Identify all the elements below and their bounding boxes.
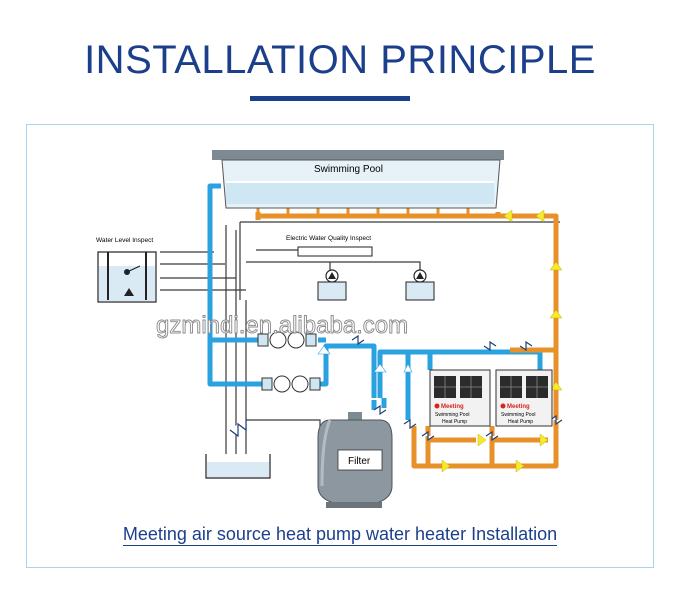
heat-pump-1-line2: Heat Pump xyxy=(442,419,467,425)
water-quality-inspect: Electric Water Quality Inspect xyxy=(286,235,435,301)
water-level-tank: Water Level Inspect xyxy=(96,237,157,303)
watermark: gzmindi.en.alibaba.com xyxy=(156,312,408,339)
diagram-frame xyxy=(26,124,654,568)
circulation-pump-lower xyxy=(261,375,321,393)
water-level-label: Water Level Inspect xyxy=(96,237,153,244)
diagram-caption: Meeting air source heat pump water heate… xyxy=(0,524,680,546)
heat-pump-1-brand: Meeting xyxy=(441,404,464,410)
circulation-pump-upper xyxy=(257,331,317,349)
flow-arrows xyxy=(441,209,563,473)
heat-pump-2-line2: Heat Pump xyxy=(508,419,533,425)
heat-pump-1-line1: Swimming Pool xyxy=(435,412,469,418)
swimming-pool: Swimming Pool xyxy=(212,150,504,209)
filter-tank: Filter xyxy=(317,412,393,508)
filter-label: Filter xyxy=(348,456,371,467)
collection-basin xyxy=(205,454,271,479)
quality-label: Electric Water Quality Inspect xyxy=(286,235,371,242)
heat-pump-1: Meeting Swimming Pool Heat Pump xyxy=(429,369,491,427)
heat-pump-2: Meeting Swimming Pool Heat Pump xyxy=(495,369,553,427)
title-underline xyxy=(250,96,410,101)
caption-text: Meeting air source heat pump water heate… xyxy=(122,524,558,546)
heat-pump-2-line1: Swimming Pool xyxy=(501,412,535,418)
valves xyxy=(229,334,563,442)
pool-label: Swimming Pool xyxy=(314,164,383,175)
cold-flow-arrows xyxy=(317,345,413,373)
heat-pump-2-brand: Meeting xyxy=(507,404,530,410)
page-title: INSTALLATION PRINCIPLE xyxy=(84,38,596,82)
